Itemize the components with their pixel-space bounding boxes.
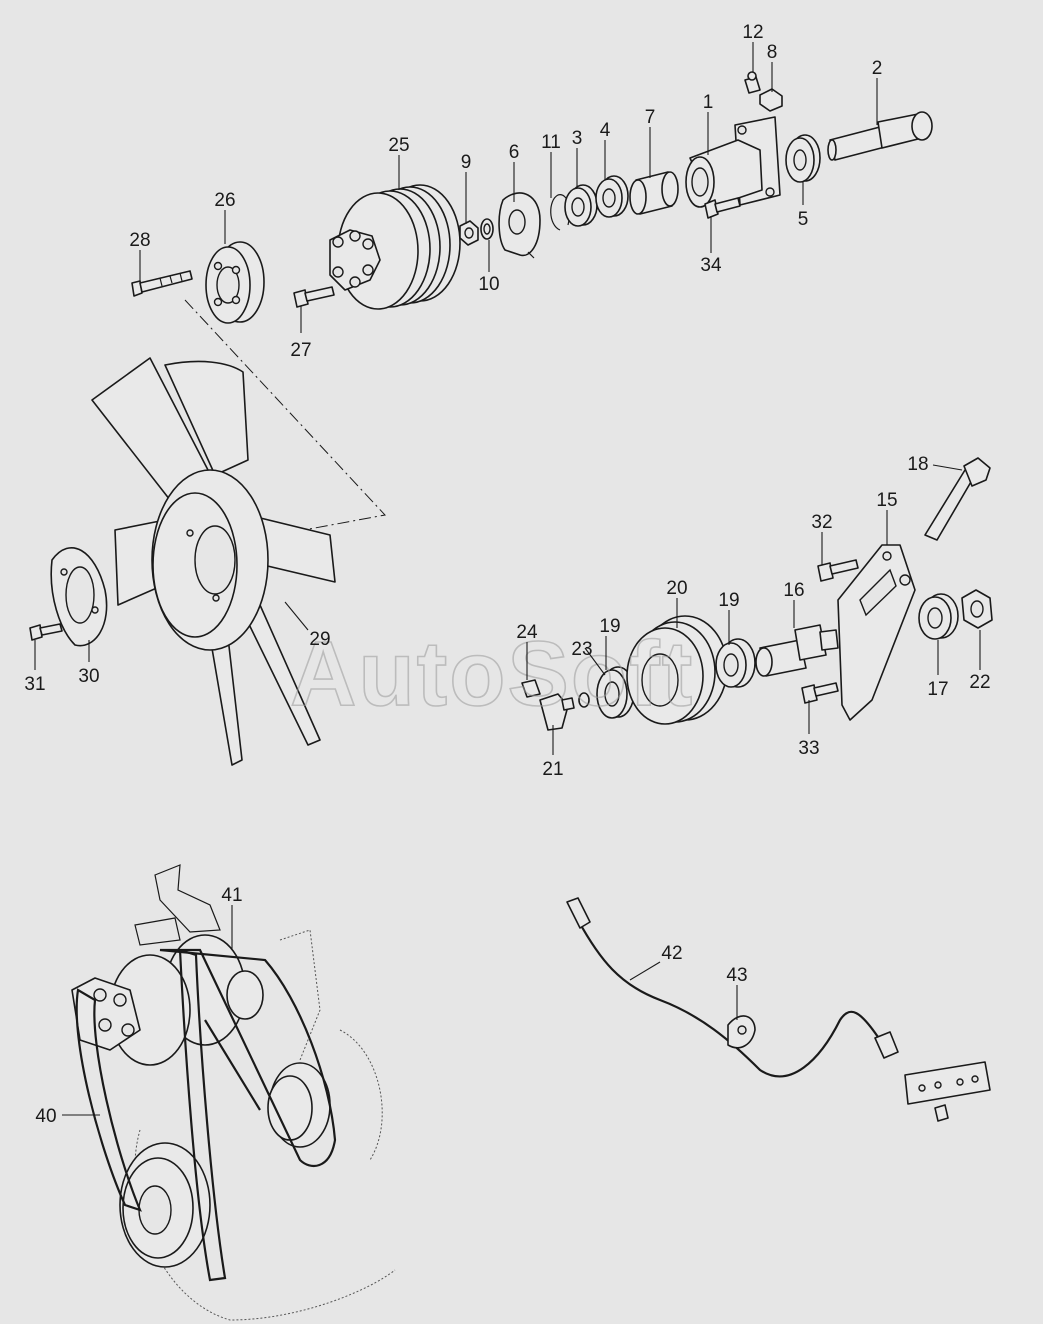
callout-25: 25 (388, 135, 409, 156)
part-9-nut[interactable] (459, 220, 479, 246)
callout-1: 1 (703, 92, 714, 113)
callout-7: 7 (645, 107, 656, 128)
callout-23: 23 (571, 639, 592, 660)
part-18-bolt[interactable] (924, 457, 991, 541)
part-27-bolt[interactable] (293, 286, 335, 308)
part-21-elbow[interactable] (539, 693, 575, 731)
callout-33: 33 (798, 738, 819, 759)
part-42-lube-line[interactable] (566, 897, 899, 1078)
callout-9: 9 (461, 152, 472, 173)
callout-labels: 1 2 3 4 5 6 7 8 9 10 11 12 15 16 17 18 1… (24, 22, 990, 1127)
part-32-bolt[interactable] (817, 559, 859, 582)
alternator-pulley (226, 970, 331, 1148)
part-12-nipple[interactable] (744, 71, 761, 94)
part-19-bearing[interactable] (715, 638, 756, 688)
part-40-belt[interactable] (75, 988, 142, 1212)
part-8-nut[interactable] (759, 88, 783, 112)
callout-8: 8 (767, 42, 778, 63)
part-4-bearing[interactable] (595, 175, 629, 218)
engine-outline (134, 864, 396, 1321)
distribution-block (904, 1061, 991, 1122)
callout-2: 2 (872, 58, 883, 79)
part-33-bolt[interactable] (801, 682, 839, 704)
callout-19-right: 19 (718, 590, 739, 611)
callout-11: 11 (541, 132, 561, 153)
part-15-bracket[interactable] (837, 544, 916, 721)
callout-4: 4 (600, 120, 611, 141)
part-26-flange[interactable] (205, 241, 265, 324)
callout-41: 41 (221, 885, 242, 906)
callout-17: 17 (927, 679, 948, 700)
callout-40: 40 (35, 1106, 56, 1127)
callout-28: 28 (129, 230, 150, 251)
callout-16: 16 (783, 580, 804, 601)
callout-27: 27 (290, 340, 311, 361)
part-1-housing[interactable] (685, 116, 781, 208)
part-6-flange[interactable] (498, 192, 541, 259)
callout-12: 12 (742, 22, 763, 43)
callout-34: 34 (700, 255, 722, 276)
callout-26: 26 (214, 190, 235, 211)
callout-24: 24 (516, 622, 538, 643)
part-2-shaft[interactable] (827, 111, 933, 161)
callout-31: 31 (24, 674, 45, 695)
callout-6: 6 (509, 142, 520, 163)
part-34-bolt[interactable] (704, 197, 741, 219)
part-23-bearing[interactable] (596, 666, 635, 719)
callout-5: 5 (798, 209, 809, 230)
part-3-bearing[interactable] (564, 184, 598, 227)
callout-43: 43 (726, 965, 747, 986)
part-20-pulley[interactable] (626, 615, 728, 725)
callout-21: 21 (542, 759, 563, 780)
callout-20: 20 (666, 578, 687, 599)
part-31-bolt[interactable] (29, 623, 63, 641)
callout-18: 18 (907, 454, 928, 475)
part-30-plate[interactable] (50, 547, 108, 647)
part-29-fan[interactable] (91, 357, 336, 766)
part-21-washer[interactable] (578, 692, 590, 708)
part-24-nipple[interactable] (521, 679, 541, 698)
watermark-text: AutoSoft (290, 623, 694, 725)
part-43-clamp[interactable] (727, 1015, 756, 1049)
part-10-washer[interactable] (480, 218, 494, 240)
part-16-axle[interactable] (755, 624, 839, 677)
part-25-pulley[interactable] (329, 184, 461, 310)
leader-lines (34, 42, 981, 1116)
callout-29: 29 (309, 629, 330, 650)
callout-19-left: 19 (599, 616, 620, 637)
callout-30: 30 (78, 666, 99, 687)
callout-10: 10 (478, 274, 499, 295)
part-17-washer[interactable] (918, 593, 959, 640)
part-41-belt[interactable] (159, 948, 337, 1282)
callout-42: 42 (661, 943, 682, 964)
part-5-seal[interactable] (785, 134, 821, 183)
callout-15: 15 (876, 490, 897, 511)
part-28-bolt[interactable] (131, 270, 193, 297)
part-7-spacer[interactable] (629, 171, 679, 215)
callout-32: 32 (811, 512, 832, 533)
callout-3: 3 (572, 128, 583, 149)
fan-pulley-assembly (71, 934, 246, 1066)
crankshaft-pulley (119, 1142, 211, 1268)
part-22-nut[interactable] (961, 589, 993, 629)
callout-22: 22 (969, 672, 990, 693)
